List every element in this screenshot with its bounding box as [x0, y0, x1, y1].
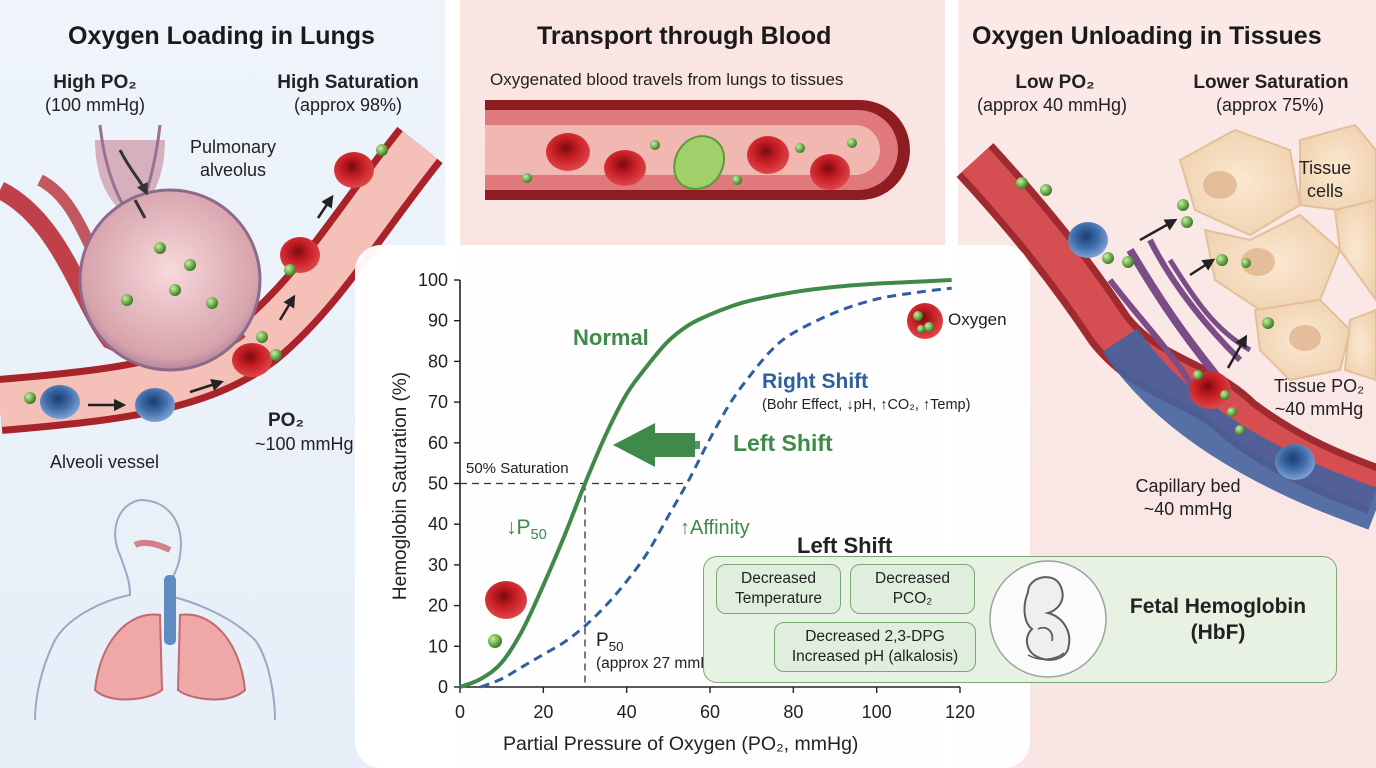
fifty-percent-guides: [460, 482, 685, 687]
chart-decor: [485, 303, 943, 648]
tissue-cells: [1178, 123, 1376, 382]
deoxygenated-rbc: [135, 388, 175, 422]
oxygenated-rbc: [810, 154, 850, 190]
oxygenated-rbc: [1189, 371, 1231, 409]
right-shift-label: Right Shift: [762, 370, 869, 393]
x-tick-label: 80: [783, 702, 803, 722]
right-shift-curve: [480, 286, 952, 689]
x-axis-label: Partial Pressure of Oxygen (PO₂, mmHg): [503, 733, 859, 755]
right-shift-note: (Bohr Effect, ↓pH, ↑CO₂, ↑Temp): [762, 397, 971, 413]
fifty-saturation-label: 50% Saturation: [466, 460, 569, 477]
tissue-cells-label-1: Tissue: [1298, 158, 1352, 178]
fetus-icon: [989, 560, 1107, 678]
y-tick-label: 60: [428, 433, 448, 453]
dpg-ph-box: Decreased 2,3-DPG Increased pH (alkalosi…: [774, 622, 976, 672]
transport-subtitle: Oxygenated blood travels from lungs to t…: [490, 70, 844, 89]
rbc-icon: [485, 581, 527, 619]
deoxygenated-rbc: [40, 385, 80, 419]
lungs-title: Oxygen Loading in Lungs: [68, 22, 375, 50]
capillary-bed-value: ~40 mmHg: [1143, 499, 1233, 519]
x-tick-label: 40: [617, 702, 637, 722]
high-po2-value: (100 mmHg): [44, 95, 146, 115]
y-tick-label: 80: [428, 351, 448, 371]
chart-series: [459, 278, 952, 689]
tissue-po2-label: Tissue PO₂: [1273, 376, 1365, 396]
x-tick-label: 120: [945, 702, 975, 722]
y-axis-label: Hemoglobin Saturation (%): [390, 371, 411, 601]
y-tick-label: 30: [428, 555, 448, 575]
y-tick-label: 90: [428, 311, 448, 331]
transport-title: Transport through Blood: [537, 22, 832, 50]
high-saturation-value: (approx 98%): [293, 95, 403, 115]
alveoli-vessel-label: Alveoli vessel: [50, 452, 160, 472]
tissues-title: Oxygen Unloading in Tissues: [972, 22, 1322, 50]
oxygen-legend-label: Oxygen: [948, 310, 1007, 329]
oxygen-molecule: [154, 242, 166, 254]
low-po2-label: Low PO₂: [1015, 72, 1095, 93]
oxygen-molecule: [121, 294, 133, 306]
high-saturation-label: High Saturation: [277, 72, 419, 93]
y-tick-label: 50: [428, 474, 448, 494]
oxygenated-rbc: [604, 150, 646, 186]
high-po2-label: High PO₂: [53, 72, 137, 93]
oxygen-dissociation-chart: 0 20 40 60 80 100 120 0 10 20 30 40 50 60 70 80 90 100: [418, 270, 975, 722]
oxygen-molecule: [206, 297, 218, 309]
oxygen-molecule: [184, 259, 196, 271]
y-tick-label: 70: [428, 392, 448, 412]
fetal-hemoglobin-label: Fetal Hemoglobin: [1129, 595, 1307, 618]
normal-curve-label: Normal: [573, 325, 649, 350]
lung-po2-value: ~100 mmHg: [255, 434, 354, 454]
deoxygenated-rbc: [1275, 444, 1315, 480]
x-tick-label: 20: [533, 702, 553, 722]
deoxygenated-rbc: [1068, 222, 1108, 258]
oxygenated-rbc: [546, 133, 590, 171]
oxygen-molecule: [169, 284, 181, 296]
y-tick-label: 0: [438, 677, 448, 697]
decreased-pco2-box: Decreased PCO₂: [850, 564, 975, 614]
oxygenated-rbc: [232, 343, 272, 377]
chart-ticks: 0 20 40 60 80 100 120 0 10 20 30 40 50 60 70 80 90 100: [418, 270, 975, 722]
oxygenated-rbc: [334, 152, 374, 188]
y-tick-label: 20: [428, 596, 448, 616]
y-tick-label: 100: [418, 270, 448, 290]
left-shift-arrow-head-icon: [613, 423, 695, 467]
alveolus-label-1: Pulmonary: [189, 137, 277, 157]
lung-po2-label: PO₂: [268, 410, 304, 431]
p50-label: P50: [596, 630, 624, 654]
pulmonary-alveolus: [78, 124, 262, 372]
left-shift-curve-label: Left Shift: [733, 430, 833, 456]
oxygen-legend-icon: [907, 303, 943, 339]
affinity-label: ↑Affinity: [680, 517, 750, 539]
left-shift-title: Left Shift: [797, 533, 893, 558]
lower-saturation-value: (approx 75%): [1215, 95, 1325, 115]
oxygen-molecule-icon: [488, 634, 502, 648]
lower-saturation-label: Lower Saturation: [1193, 72, 1349, 93]
normal-curve: [459, 278, 952, 689]
white-blood-cell: [673, 135, 725, 190]
tissue-po2-value: ~40 mmHg: [1274, 399, 1364, 419]
fetal-hemoglobin-abbr: (HbF): [1190, 621, 1246, 644]
p50-value: (approx 27 mmHg): [596, 655, 726, 672]
y-tick-label: 10: [428, 636, 448, 656]
oxygenated-rbc: [747, 136, 789, 174]
low-po2-value: (approx 40 mmHg): [976, 95, 1128, 115]
x-tick-label: 100: [862, 702, 892, 722]
x-tick-label: 0: [455, 702, 465, 722]
capillary-bed-label: Capillary bed: [1135, 476, 1241, 496]
tissue-cells-label-2: cells: [1306, 181, 1343, 201]
y-tick-label: 40: [428, 514, 448, 534]
p50-decrease-label: ↓P50: [506, 516, 547, 544]
x-tick-label: 60: [700, 702, 720, 722]
human-lungs-icon: [34, 499, 276, 721]
decreased-temperature-box: Decreased Temperature: [716, 564, 841, 614]
alveolus-label-2: alveolus: [199, 160, 267, 180]
